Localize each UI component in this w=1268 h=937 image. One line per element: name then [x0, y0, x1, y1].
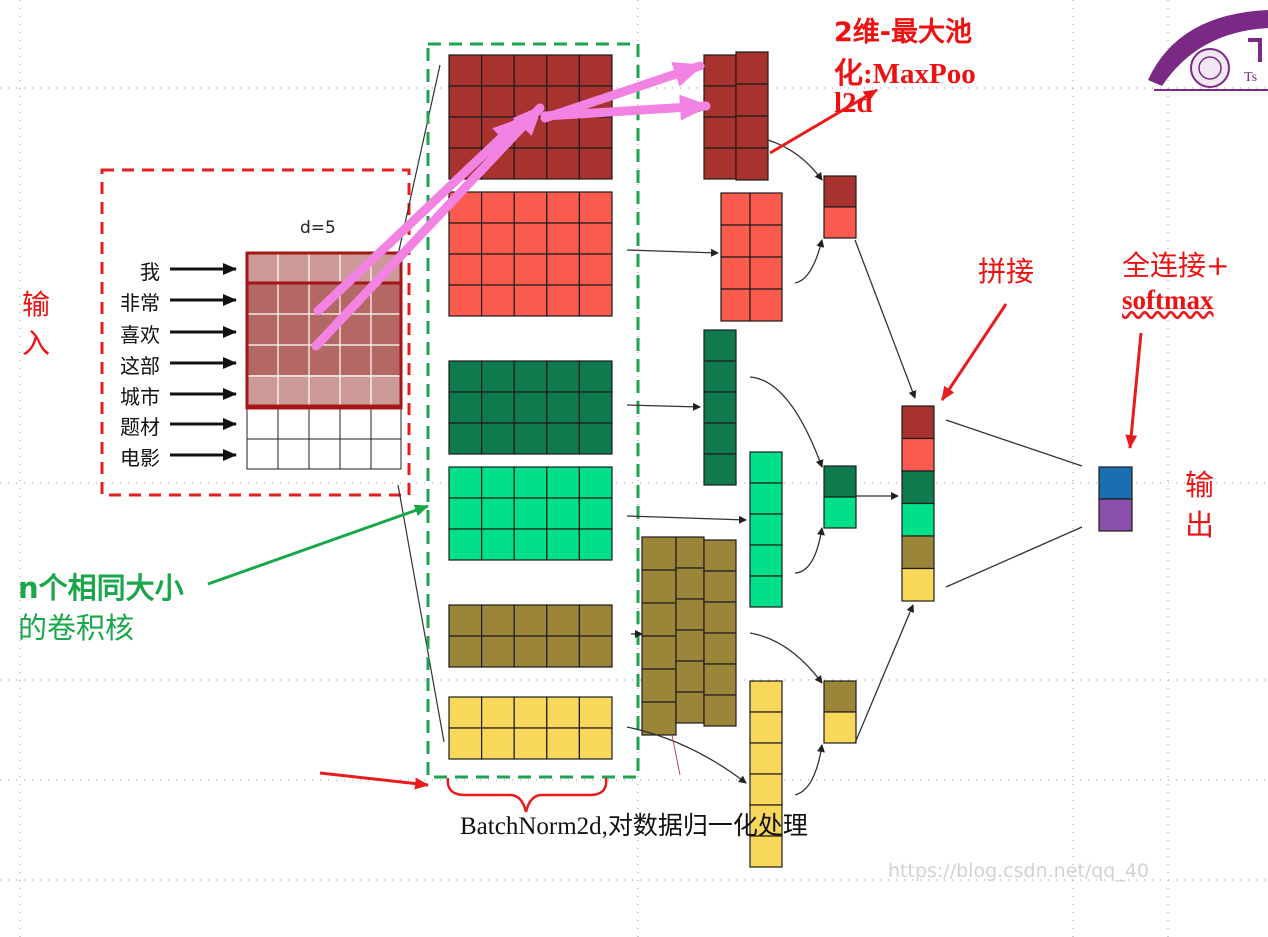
sliding-window-arrows — [311, 61, 711, 351]
kernel-1 — [448, 54, 613, 180]
feature-map-1a — [703, 54, 737, 180]
pooled-3-bottom — [823, 711, 857, 744]
word-wo: 我 — [140, 260, 160, 284]
pooling-label-line1: 2维-最大池 — [834, 17, 972, 48]
watermark-text: https://blog.csdn.net/qq_40 — [888, 860, 1150, 882]
input-label-line2: 入 — [22, 327, 51, 360]
concat-cell-3 — [901, 470, 935, 505]
input-label-line1: 输 — [22, 288, 51, 321]
feature-map-5b — [675, 536, 705, 724]
pooled-1-bottom — [823, 206, 857, 239]
pooled-vectors — [823, 175, 857, 744]
feature-map-3 — [703, 329, 737, 486]
batchnorm-label: BatchNorm2d,对数据归一化处理 — [460, 813, 808, 840]
feature-map-4 — [749, 451, 783, 608]
word-chengshi: 城市 — [120, 385, 160, 409]
word-zhebu: 这部 — [120, 354, 160, 378]
kernels-label-line2: 的卷积核 — [18, 611, 135, 645]
annotation-arrows — [207, 88, 1143, 790]
word-feichang: 非常 — [120, 291, 160, 315]
kernel-connector-lines — [397, 64, 445, 743]
kernels-label-line1: n个相同大小 — [18, 571, 184, 605]
concatenated-vector — [901, 405, 935, 602]
word-xihuan: 喜欢 — [120, 323, 160, 347]
concat-cell-2 — [901, 437, 935, 472]
convolution-kernels — [448, 54, 613, 760]
pooled-2-top — [823, 465, 857, 498]
flow-arrows — [626, 105, 917, 796]
pooled-3-top — [823, 680, 857, 713]
kernel-5 — [448, 604, 613, 668]
fc-cell-1 — [1098, 466, 1133, 500]
stray-line — [671, 734, 681, 776]
feature-map-2b — [749, 192, 783, 322]
logo-text: Ts — [1244, 70, 1258, 85]
pooling-label-line2: 化:MaxPoo — [834, 58, 976, 90]
feature-map-2a — [720, 192, 751, 322]
fc-lines — [945, 419, 1083, 588]
pooling-label-line3: l2d — [834, 87, 873, 119]
feature-map-1b — [735, 51, 769, 181]
concat-cell-6 — [901, 567, 935, 602]
concat-cell-5 — [901, 535, 935, 570]
fc-cell-2 — [1098, 498, 1133, 532]
pooled-1-top — [823, 175, 857, 208]
output-label-line1: 输 — [1185, 468, 1215, 502]
feature-map-5a — [641, 536, 677, 736]
university-logo: Ts — [1148, 8, 1268, 94]
feature-map-5c — [703, 539, 737, 727]
fc-label-line1: 全连接+ — [1122, 249, 1230, 282]
dim-label: d=5 — [300, 218, 336, 238]
kernels-dashed-frame — [426, 42, 640, 779]
kernel-2 — [448, 191, 613, 317]
kernel-4 — [448, 466, 613, 561]
concat-cell-4 — [901, 502, 935, 537]
kernel-3 — [448, 360, 613, 455]
feature-maps — [641, 51, 783, 868]
fc-label-line2: softmax — [1122, 285, 1214, 315]
word-ticai: 题材 — [120, 415, 160, 439]
fc-output-vector — [1098, 466, 1133, 532]
kernel-6 — [448, 696, 613, 760]
output-label-line2: 出 — [1185, 508, 1215, 542]
word-dianying: 电影 — [120, 446, 160, 470]
input-dashed-frame — [100, 168, 411, 497]
batchnorm-brace — [446, 777, 608, 813]
concat-cell-1 — [901, 405, 935, 440]
concat-label: 拼接 — [978, 255, 1035, 288]
word-arrows — [170, 263, 237, 461]
filter-window-second — [245, 281, 403, 408]
pooled-2-bottom — [823, 496, 857, 529]
feature-map-6 — [749, 680, 783, 868]
